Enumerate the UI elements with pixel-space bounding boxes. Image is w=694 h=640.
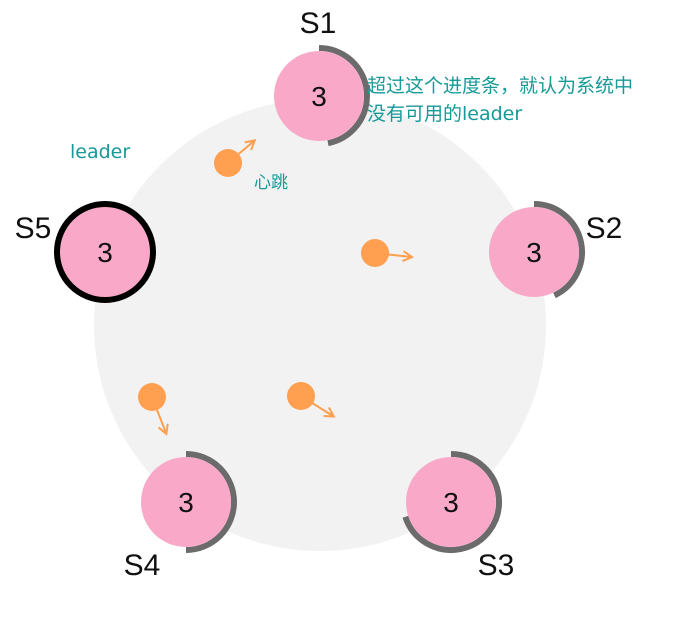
server-s3: 3S3: [402, 451, 515, 582]
server-node: [406, 457, 496, 547]
server-name: S3: [478, 549, 515, 582]
server-name: S1: [300, 7, 337, 40]
server-s2: 3 S2: [489, 201, 623, 299]
server-s1: 3 S1: [274, 7, 370, 147]
heartbeat-dot: [138, 383, 166, 411]
server-s5: 3 S5: [15, 201, 156, 303]
election-timeout-arc: [185, 451, 237, 553]
heartbeat-message-to-s2: [361, 239, 411, 267]
election-timeout-arc: [318, 45, 370, 147]
server-term: 3: [178, 487, 194, 518]
server-node: [489, 207, 579, 297]
heartbeat-dot: [287, 382, 315, 410]
server-term: 3: [97, 237, 113, 268]
server-name: S2: [586, 212, 623, 245]
server-s4: 3S4: [124, 451, 237, 582]
server-term: 3: [526, 237, 542, 268]
heartbeat-dot: [214, 149, 242, 177]
server-node: [141, 457, 231, 547]
server-node: [274, 51, 364, 141]
heartbeat-message-to-s3: [287, 382, 333, 416]
heartbeat-message-to-s1: [214, 141, 254, 177]
heartbeat-dot: [361, 239, 389, 267]
leader-label: leader: [70, 141, 130, 163]
election-timeout-arc: [402, 451, 502, 553]
election-timeout-arc: [533, 201, 585, 299]
timeout-note-line2: 没有可用的leader: [367, 103, 522, 125]
server-name: S4: [124, 549, 161, 582]
messages-layer: [138, 141, 411, 433]
heartbeat-message-to-s4: [138, 383, 166, 433]
server-name: S5: [15, 212, 52, 245]
server-term: 3: [443, 487, 459, 518]
cluster-ring-background: [94, 99, 546, 551]
server-node: [54, 201, 156, 303]
timeout-note-line1: 超过这个进度条，就认为系统中: [367, 75, 633, 97]
heartbeat-label: 心跳: [254, 173, 288, 193]
server-term: 3: [311, 81, 327, 112]
